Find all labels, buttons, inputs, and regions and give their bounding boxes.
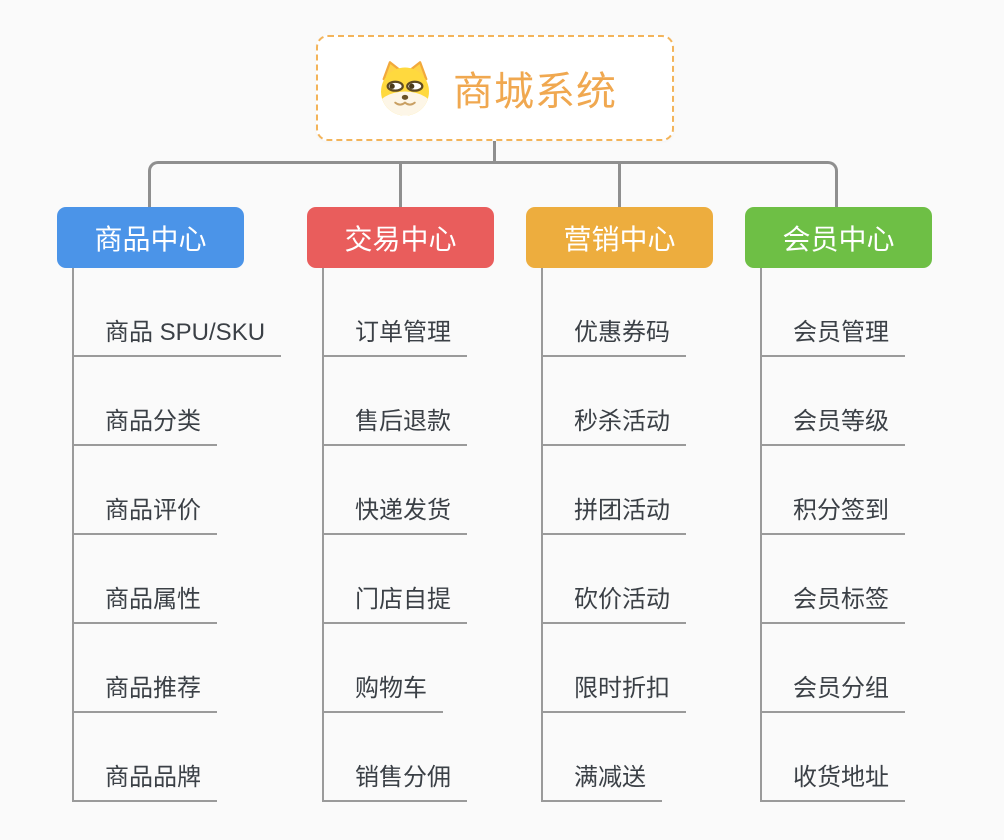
column-line-trade bbox=[322, 268, 324, 802]
doge-avatar-icon bbox=[373, 59, 437, 117]
leaf-node-sales-commission[interactable]: 销售分佣 bbox=[322, 761, 467, 802]
leaf-node-shopping-cart[interactable]: 购物车 bbox=[322, 672, 443, 713]
leaf-node-product-brand[interactable]: 商品品牌 bbox=[72, 761, 217, 802]
leaf-node-group-buy[interactable]: 拼团活动 bbox=[541, 494, 686, 535]
leaf-node-flash-sale[interactable]: 秒杀活动 bbox=[541, 405, 686, 446]
column-line-marketing bbox=[541, 268, 543, 802]
root-title: 商城系统 bbox=[453, 70, 617, 114]
column-line-member bbox=[760, 268, 762, 802]
branch-node-trade-center[interactable]: 交易中心 bbox=[307, 207, 494, 268]
leaf-node-full-reduction[interactable]: 满减送 bbox=[541, 761, 662, 802]
root-connector-line bbox=[493, 140, 496, 163]
branch-node-product-center[interactable]: 商品中心 bbox=[57, 207, 244, 268]
leaf-node-points-checkin[interactable]: 积分签到 bbox=[760, 494, 905, 535]
leaf-node-after-sale[interactable]: 售后退款 bbox=[322, 405, 467, 446]
leaf-node-order-manage[interactable]: 订单管理 bbox=[322, 316, 467, 357]
leaf-node-product-spu-sku[interactable]: 商品 SPU/SKU bbox=[72, 316, 282, 357]
leaf-node-bargain[interactable]: 砍价活动 bbox=[541, 583, 686, 624]
leaf-node-shipping-address[interactable]: 收货地址 bbox=[760, 761, 905, 802]
leaf-node-member-tag[interactable]: 会员标签 bbox=[760, 583, 905, 624]
leaf-node-limited-discount[interactable]: 限时折扣 bbox=[541, 672, 686, 713]
leaf-node-product-category[interactable]: 商品分类 bbox=[72, 405, 217, 446]
leaf-node-product-attr[interactable]: 商品属性 bbox=[72, 583, 217, 624]
branch-node-member-center[interactable]: 会员中心 bbox=[745, 207, 932, 268]
leaf-node-member-manage[interactable]: 会员管理 bbox=[760, 316, 905, 357]
column-line-product bbox=[72, 268, 74, 802]
leaf-node-store-pickup[interactable]: 门店自提 bbox=[322, 583, 467, 624]
leaf-node-member-group[interactable]: 会员分组 bbox=[760, 672, 905, 713]
drop-line-marketing bbox=[618, 161, 621, 207]
root-node[interactable]: 商城系统 bbox=[316, 35, 674, 141]
leaf-node-express-ship[interactable]: 快递发货 bbox=[322, 494, 467, 535]
branch-bus-line bbox=[148, 161, 838, 207]
leaf-node-member-level[interactable]: 会员等级 bbox=[760, 405, 905, 446]
leaf-node-product-review[interactable]: 商品评价 bbox=[72, 494, 217, 535]
leaf-node-product-recommend[interactable]: 商品推荐 bbox=[72, 672, 217, 713]
branch-node-marketing-center[interactable]: 营销中心 bbox=[526, 207, 713, 268]
drop-line-trade bbox=[399, 161, 402, 207]
leaf-node-coupon-code[interactable]: 优惠券码 bbox=[541, 316, 686, 357]
